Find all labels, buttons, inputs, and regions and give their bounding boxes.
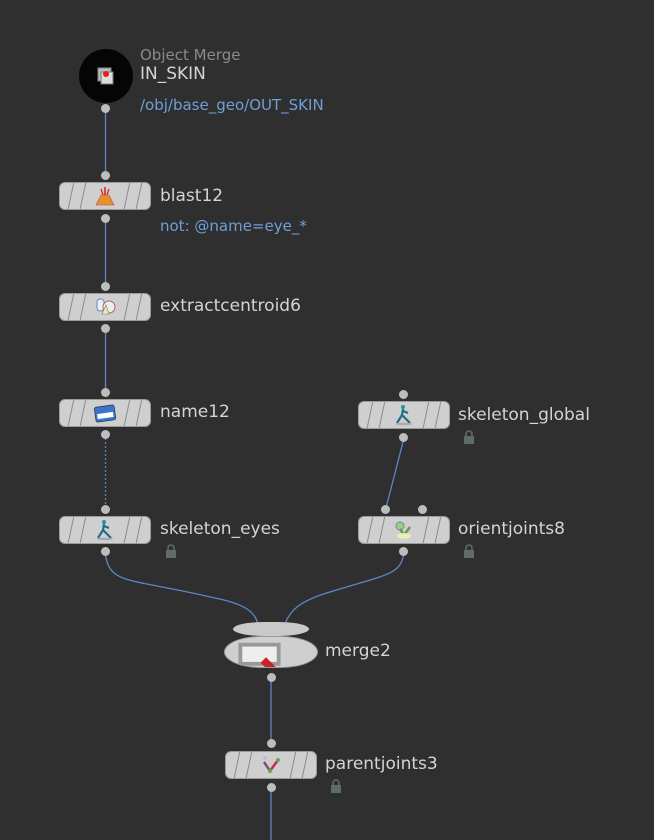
object-merge-icon bbox=[97, 67, 114, 85]
node-in-skin[interactable] bbox=[79, 49, 133, 103]
wire-skeleton-eyes-to-merge2[interactable] bbox=[104, 554, 259, 625]
output-connector[interactable] bbox=[101, 324, 110, 333]
node-name-skeleton-eyes: skeleton_eyes bbox=[160, 519, 280, 539]
extract-centroid-icon bbox=[96, 298, 116, 315]
output-connector[interactable] bbox=[101, 547, 110, 556]
node-name12[interactable] bbox=[59, 399, 151, 427]
input-connector[interactable] bbox=[101, 282, 110, 291]
input-connector[interactable] bbox=[399, 390, 408, 399]
node-type-label: Object Merge bbox=[140, 46, 241, 64]
node-parentjoints3[interactable] bbox=[225, 751, 317, 779]
output-connector[interactable] bbox=[399, 433, 408, 442]
skeleton-icon bbox=[396, 405, 412, 426]
node-sub-blast12: not: @name=eye_* bbox=[160, 217, 307, 235]
input-connector[interactable] bbox=[267, 739, 276, 748]
output-connector[interactable] bbox=[101, 104, 110, 113]
node-name-extractcentroid6: extractcentroid6 bbox=[160, 296, 301, 316]
lock-icon[interactable] bbox=[463, 544, 475, 558]
node-name-skeleton-global: skeleton_global bbox=[458, 405, 590, 425]
output-connector[interactable] bbox=[267, 783, 276, 792]
node-name-blast12: blast12 bbox=[160, 186, 224, 206]
node-skeleton-global[interactable] bbox=[358, 401, 450, 429]
node-sub-in-skin: /obj/base_geo/OUT_SKIN bbox=[140, 96, 324, 114]
output-connector[interactable] bbox=[101, 214, 110, 223]
merge-icon bbox=[238, 642, 281, 667]
node-blast12[interactable] bbox=[59, 182, 151, 210]
output-connector[interactable] bbox=[399, 547, 408, 556]
node-name-merge2: merge2 bbox=[325, 641, 391, 661]
node-skeleton-eyes[interactable] bbox=[59, 516, 151, 544]
input-connector[interactable] bbox=[101, 171, 110, 180]
name-tag-icon bbox=[94, 404, 117, 423]
node-name-in-skin: IN_SKIN bbox=[140, 64, 206, 84]
parent-joints-icon bbox=[262, 756, 280, 774]
output-connector[interactable] bbox=[267, 673, 276, 682]
input-connector[interactable] bbox=[101, 505, 110, 514]
orient-joints-icon bbox=[395, 521, 411, 539]
blast-icon bbox=[95, 187, 115, 206]
node-name-orientjoints8: orientjoints8 bbox=[458, 519, 565, 539]
wire-skeleton-global-to-orientjoints8[interactable] bbox=[385, 439, 405, 509]
node-name-parentjoints3: parentjoints3 bbox=[325, 754, 438, 774]
skeleton-icon bbox=[97, 520, 113, 541]
input-connector[interactable] bbox=[101, 388, 110, 397]
output-connector[interactable] bbox=[101, 430, 110, 439]
input-connector-1[interactable] bbox=[381, 505, 390, 514]
wire-orientjoints8-to-merge2[interactable] bbox=[284, 554, 405, 625]
node-merge2[interactable] bbox=[224, 636, 318, 668]
node-orientjoints8[interactable] bbox=[358, 516, 450, 544]
node-name-name12: name12 bbox=[160, 402, 230, 422]
lock-icon[interactable] bbox=[165, 544, 177, 558]
lock-icon[interactable] bbox=[330, 779, 342, 793]
merge-input-bar[interactable] bbox=[233, 622, 309, 636]
lock-icon[interactable] bbox=[463, 430, 475, 444]
input-connector-2[interactable] bbox=[418, 505, 427, 514]
node-extractcentroid6[interactable] bbox=[59, 293, 151, 321]
